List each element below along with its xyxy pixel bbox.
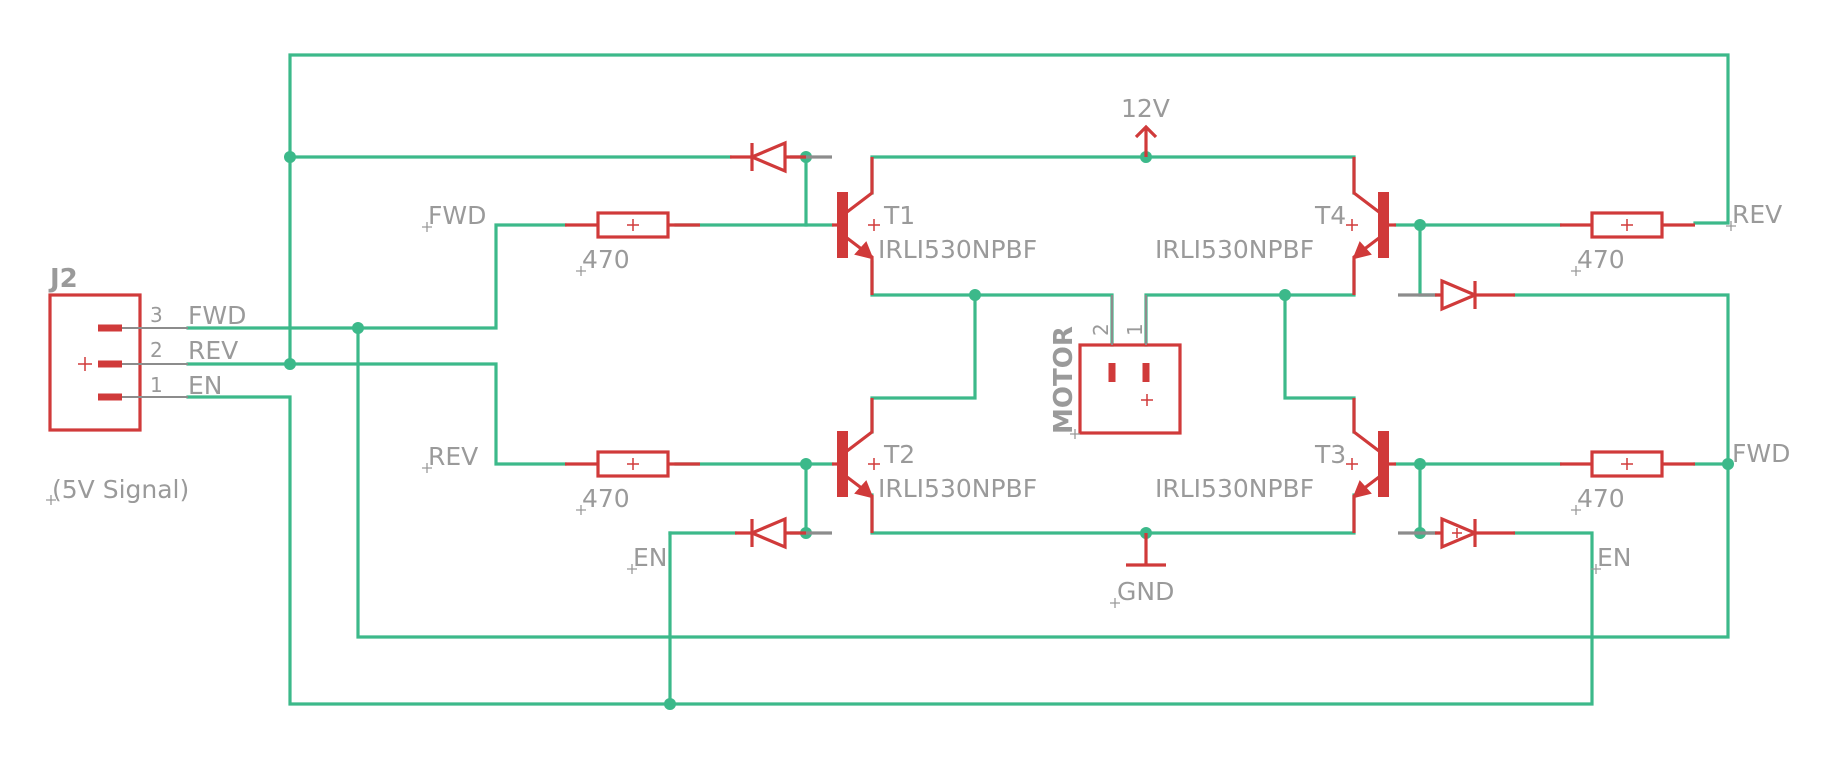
net-label-en: EN — [1597, 543, 1632, 572]
transistor-part: IRLI530NPBF — [878, 235, 1037, 264]
wire-mid-right-down — [1283, 293, 1356, 434]
resistor-value: 470 — [582, 245, 630, 274]
wire-fwd — [186, 223, 567, 330]
junction — [800, 458, 812, 470]
diode-right-top — [1398, 278, 1515, 312]
net-label-rev: REV — [1732, 200, 1782, 229]
transistor-t4: T4 IRLI530NPBF — [1155, 157, 1396, 295]
pin-number: 2 — [150, 338, 163, 362]
transistor-ref: T1 — [883, 201, 915, 230]
diode-top-left — [730, 140, 832, 174]
transistor-part: IRLI530NPBF — [878, 474, 1037, 503]
junction — [1414, 219, 1426, 231]
connector-body — [48, 293, 142, 432]
label-origin — [1070, 429, 1080, 439]
net-label-fwd: FWD — [428, 201, 486, 230]
label-origin — [1726, 221, 1736, 231]
wire-rev — [186, 362, 567, 466]
pin-number: 1 — [150, 373, 163, 397]
label-origin — [422, 463, 432, 473]
wire-fwd-loop — [356, 326, 1730, 639]
supply-label: GND — [1117, 577, 1174, 606]
junction — [969, 289, 981, 301]
wire-t3-diode — [1418, 462, 1437, 535]
net-labels: FWD REV EN REV FWD EN — [422, 200, 1790, 574]
label-origin — [1591, 564, 1601, 574]
junction — [352, 322, 364, 334]
wire-12v-rail — [870, 155, 1356, 195]
resistor-r1: 470 — [565, 211, 700, 276]
wire-top-loop — [288, 53, 1730, 367]
connector-note: (5V Signal) — [52, 475, 189, 504]
origin-cross — [78, 357, 92, 371]
origin-cross — [1141, 394, 1153, 406]
transistor-ref: T3 — [1314, 440, 1346, 469]
transistor-ref: T2 — [883, 440, 915, 469]
junction — [1279, 289, 1291, 301]
wire-en — [186, 395, 1594, 706]
junction — [664, 698, 676, 710]
junction — [284, 358, 296, 370]
label-origin — [1110, 598, 1120, 608]
resistor-r2: 470 — [565, 450, 700, 515]
junction — [1722, 458, 1734, 470]
net-label-en: EN — [633, 543, 668, 572]
junction — [284, 151, 296, 163]
label-origin — [46, 495, 56, 505]
resistor-r4: 470 — [1560, 450, 1695, 515]
net-label-fwd: FWD — [1732, 439, 1790, 468]
transistor-t2: T2 IRLI530NPBF — [832, 398, 1037, 533]
transistor-t1: T1 IRLI530NPBF — [832, 157, 1037, 295]
transistor-t3: T3 IRLI530NPBF — [1155, 398, 1396, 533]
junction — [1414, 458, 1426, 470]
supply-gnd: GND — [1110, 533, 1174, 608]
label-origin — [627, 564, 637, 574]
transistors: T1 IRLI530NPBF T2 IRLI530NPBF T4 IRLI530… — [832, 157, 1396, 533]
connector-ref: J2 — [48, 264, 78, 294]
diode-right-bottom — [1398, 516, 1515, 550]
label-origin — [422, 222, 432, 232]
wire-diode-right-top — [1513, 293, 1730, 466]
diodes — [730, 140, 1515, 550]
motor: 2 1 MOTOR — [1049, 295, 1182, 439]
transistor-part: IRLI530NPBF — [1155, 235, 1314, 264]
motor-ref: MOTOR — [1049, 326, 1079, 434]
wire-mid-left-down — [870, 293, 977, 434]
net-label-rev: REV — [428, 442, 478, 471]
resistor-value: 470 — [1577, 245, 1625, 274]
supply-12v: 12V — [1121, 94, 1170, 157]
transistor-part: IRLI530NPBF — [1155, 474, 1314, 503]
wire-mid-right — [1144, 260, 1356, 347]
motor-body — [1078, 343, 1182, 435]
transistor-ref: T4 — [1314, 201, 1346, 230]
wire-t4-diode — [1418, 223, 1437, 297]
resistor-r3: 470 — [1560, 211, 1695, 276]
connector-j2: J2 3 FWD 2 REV 1 EN (5V Signal) — [46, 264, 246, 505]
resistor-value: 470 — [1577, 484, 1625, 513]
junctions — [284, 151, 1734, 710]
resistor-value: 470 — [582, 484, 630, 513]
pin-number: 3 — [150, 303, 163, 327]
motor-pin-label: 1 — [1123, 323, 1147, 336]
pin-name: FWD — [188, 301, 246, 330]
pin-name: EN — [188, 371, 223, 400]
supply-label: 12V — [1121, 94, 1170, 123]
diode-bottom-left — [735, 516, 832, 550]
resistors: 470 470 470 470 — [565, 211, 1695, 515]
motor-pin-label: 2 — [1089, 323, 1113, 336]
wires — [186, 53, 1730, 706]
pin-name: REV — [188, 336, 238, 365]
